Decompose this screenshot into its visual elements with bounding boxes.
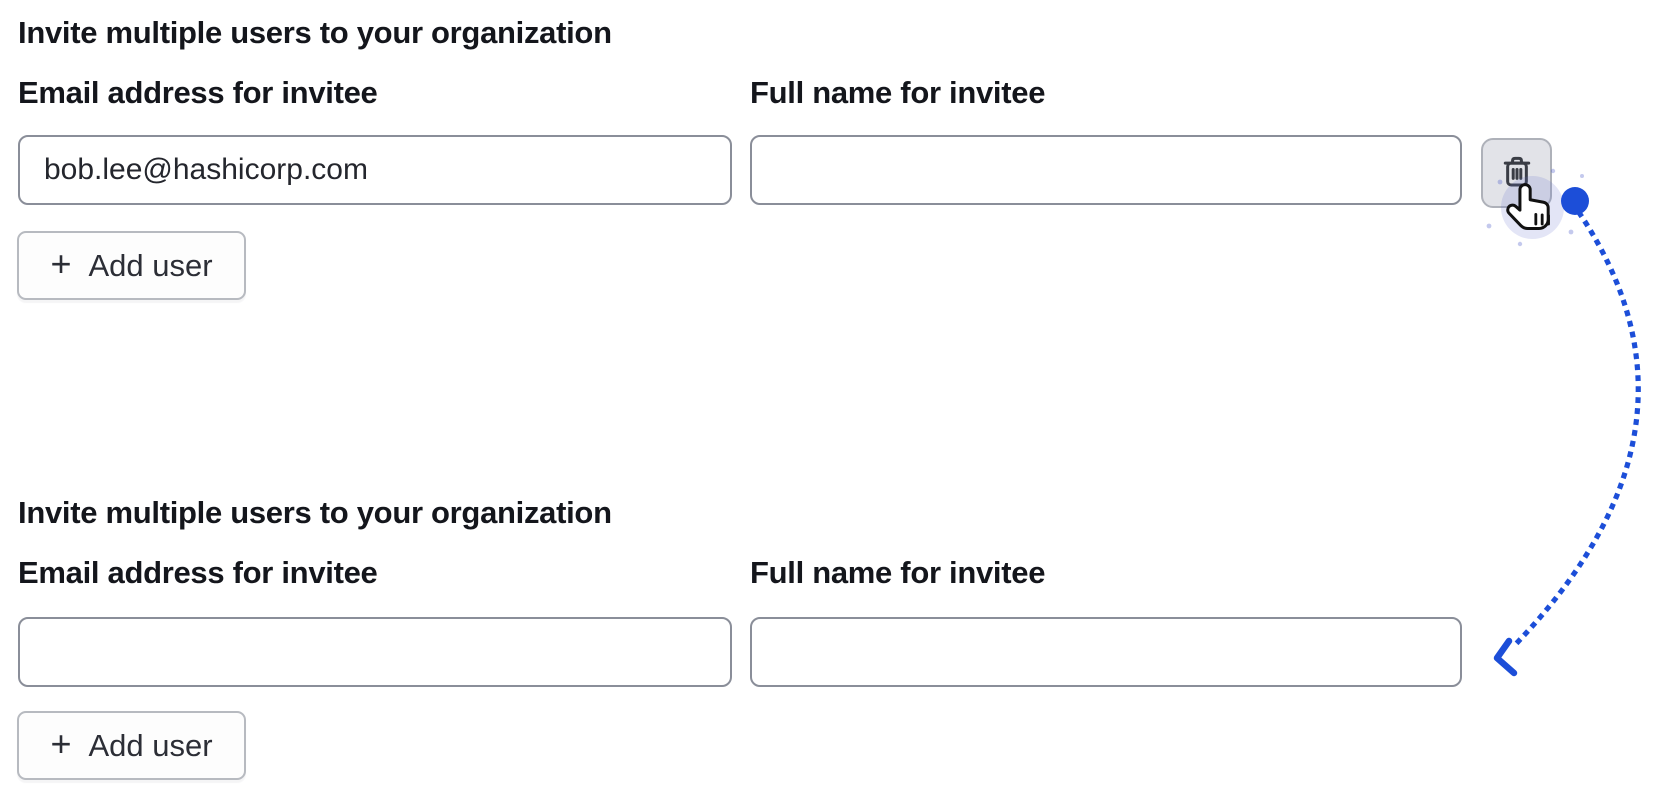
section1-heading: Invite multiple users to your organizati… [18,15,612,50]
add-user-label: Add user [88,727,213,763]
plus-icon: + [50,723,72,764]
click-halo [1501,176,1564,239]
section2-email-input[interactable] [18,617,732,687]
click-indicator-dot [1561,187,1589,215]
add-user-button-1[interactable]: + Add user [17,231,246,300]
trash-icon [1498,152,1536,195]
section1-name-label: Full name for invitee [750,75,1046,110]
section2-email-label: Email address for invitee [18,555,378,590]
section1-email-input[interactable] [18,135,732,205]
plus-icon: + [50,243,72,284]
section1-name-input[interactable] [750,135,1462,205]
section2-name-input[interactable] [750,617,1462,687]
section1-email-label: Email address for invitee [18,75,378,110]
add-user-label: Add user [88,247,213,283]
section2-name-label: Full name for invitee [750,555,1046,590]
add-user-button-2[interactable]: + Add user [17,711,246,780]
section2-heading: Invite multiple users to your organizati… [18,495,612,530]
